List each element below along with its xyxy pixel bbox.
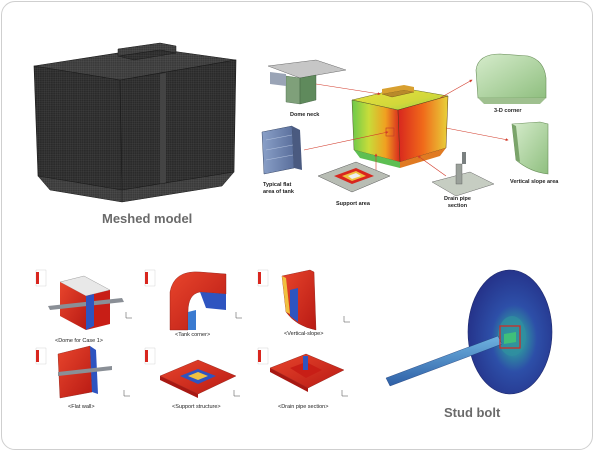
label-drain-pipe-line1: Drain pipe bbox=[444, 196, 471, 202]
panel-caption: <Vertical-slope> bbox=[284, 331, 324, 337]
label-vertical-slope-area: Vertical slope area bbox=[510, 179, 559, 185]
axis-triads bbox=[123, 312, 350, 397]
support-area-detail bbox=[317, 161, 391, 193]
stud-bolt-caption: Stud bolt bbox=[444, 405, 501, 420]
panel-caption: <Flat wall> bbox=[68, 404, 95, 410]
label-drain-pipe: Drain pipe section bbox=[444, 196, 471, 209]
label-typical-flat-line1: Typical flat bbox=[263, 182, 292, 188]
panel-caption: <Tank corner> bbox=[175, 332, 211, 338]
callout-arrows bbox=[303, 79, 509, 177]
label-dome-neck: Dome neck bbox=[290, 112, 320, 118]
meshed-model-caption: Meshed model bbox=[102, 211, 193, 226]
panel-caption: <Dome for Case 1> bbox=[55, 338, 103, 344]
label-drain-pipe-line2: section bbox=[447, 202, 468, 209]
meshed-model-graphic bbox=[33, 42, 237, 203]
panel-dome-case1 bbox=[35, 269, 124, 330]
panel-flat-wall bbox=[35, 345, 112, 399]
label-typical-flat-line2: area of tank bbox=[263, 188, 294, 195]
typical-flat-detail bbox=[261, 125, 302, 175]
dome-neck-detail bbox=[267, 59, 347, 105]
stud-bolt-graphic bbox=[385, 269, 553, 395]
stress-contour-tank bbox=[351, 85, 449, 168]
panel-tank-corner bbox=[144, 269, 227, 331]
drain-pipe-detail bbox=[431, 152, 495, 197]
vertical-slope-detail bbox=[511, 121, 549, 175]
corner-3d-detail bbox=[475, 53, 547, 104]
label-3d-corner: 3-D corner bbox=[494, 108, 522, 114]
panel-support-structure bbox=[144, 347, 237, 398]
panel-vertical-slope bbox=[257, 269, 317, 331]
panel-caption: <Support structure> bbox=[172, 404, 221, 410]
label-support-area: Support area bbox=[336, 201, 370, 207]
panel-caption: <Drain pipe section> bbox=[278, 404, 329, 410]
label-typical-flat: Typical flat area of tank bbox=[263, 182, 294, 195]
panel-drain-pipe-section bbox=[257, 347, 345, 392]
